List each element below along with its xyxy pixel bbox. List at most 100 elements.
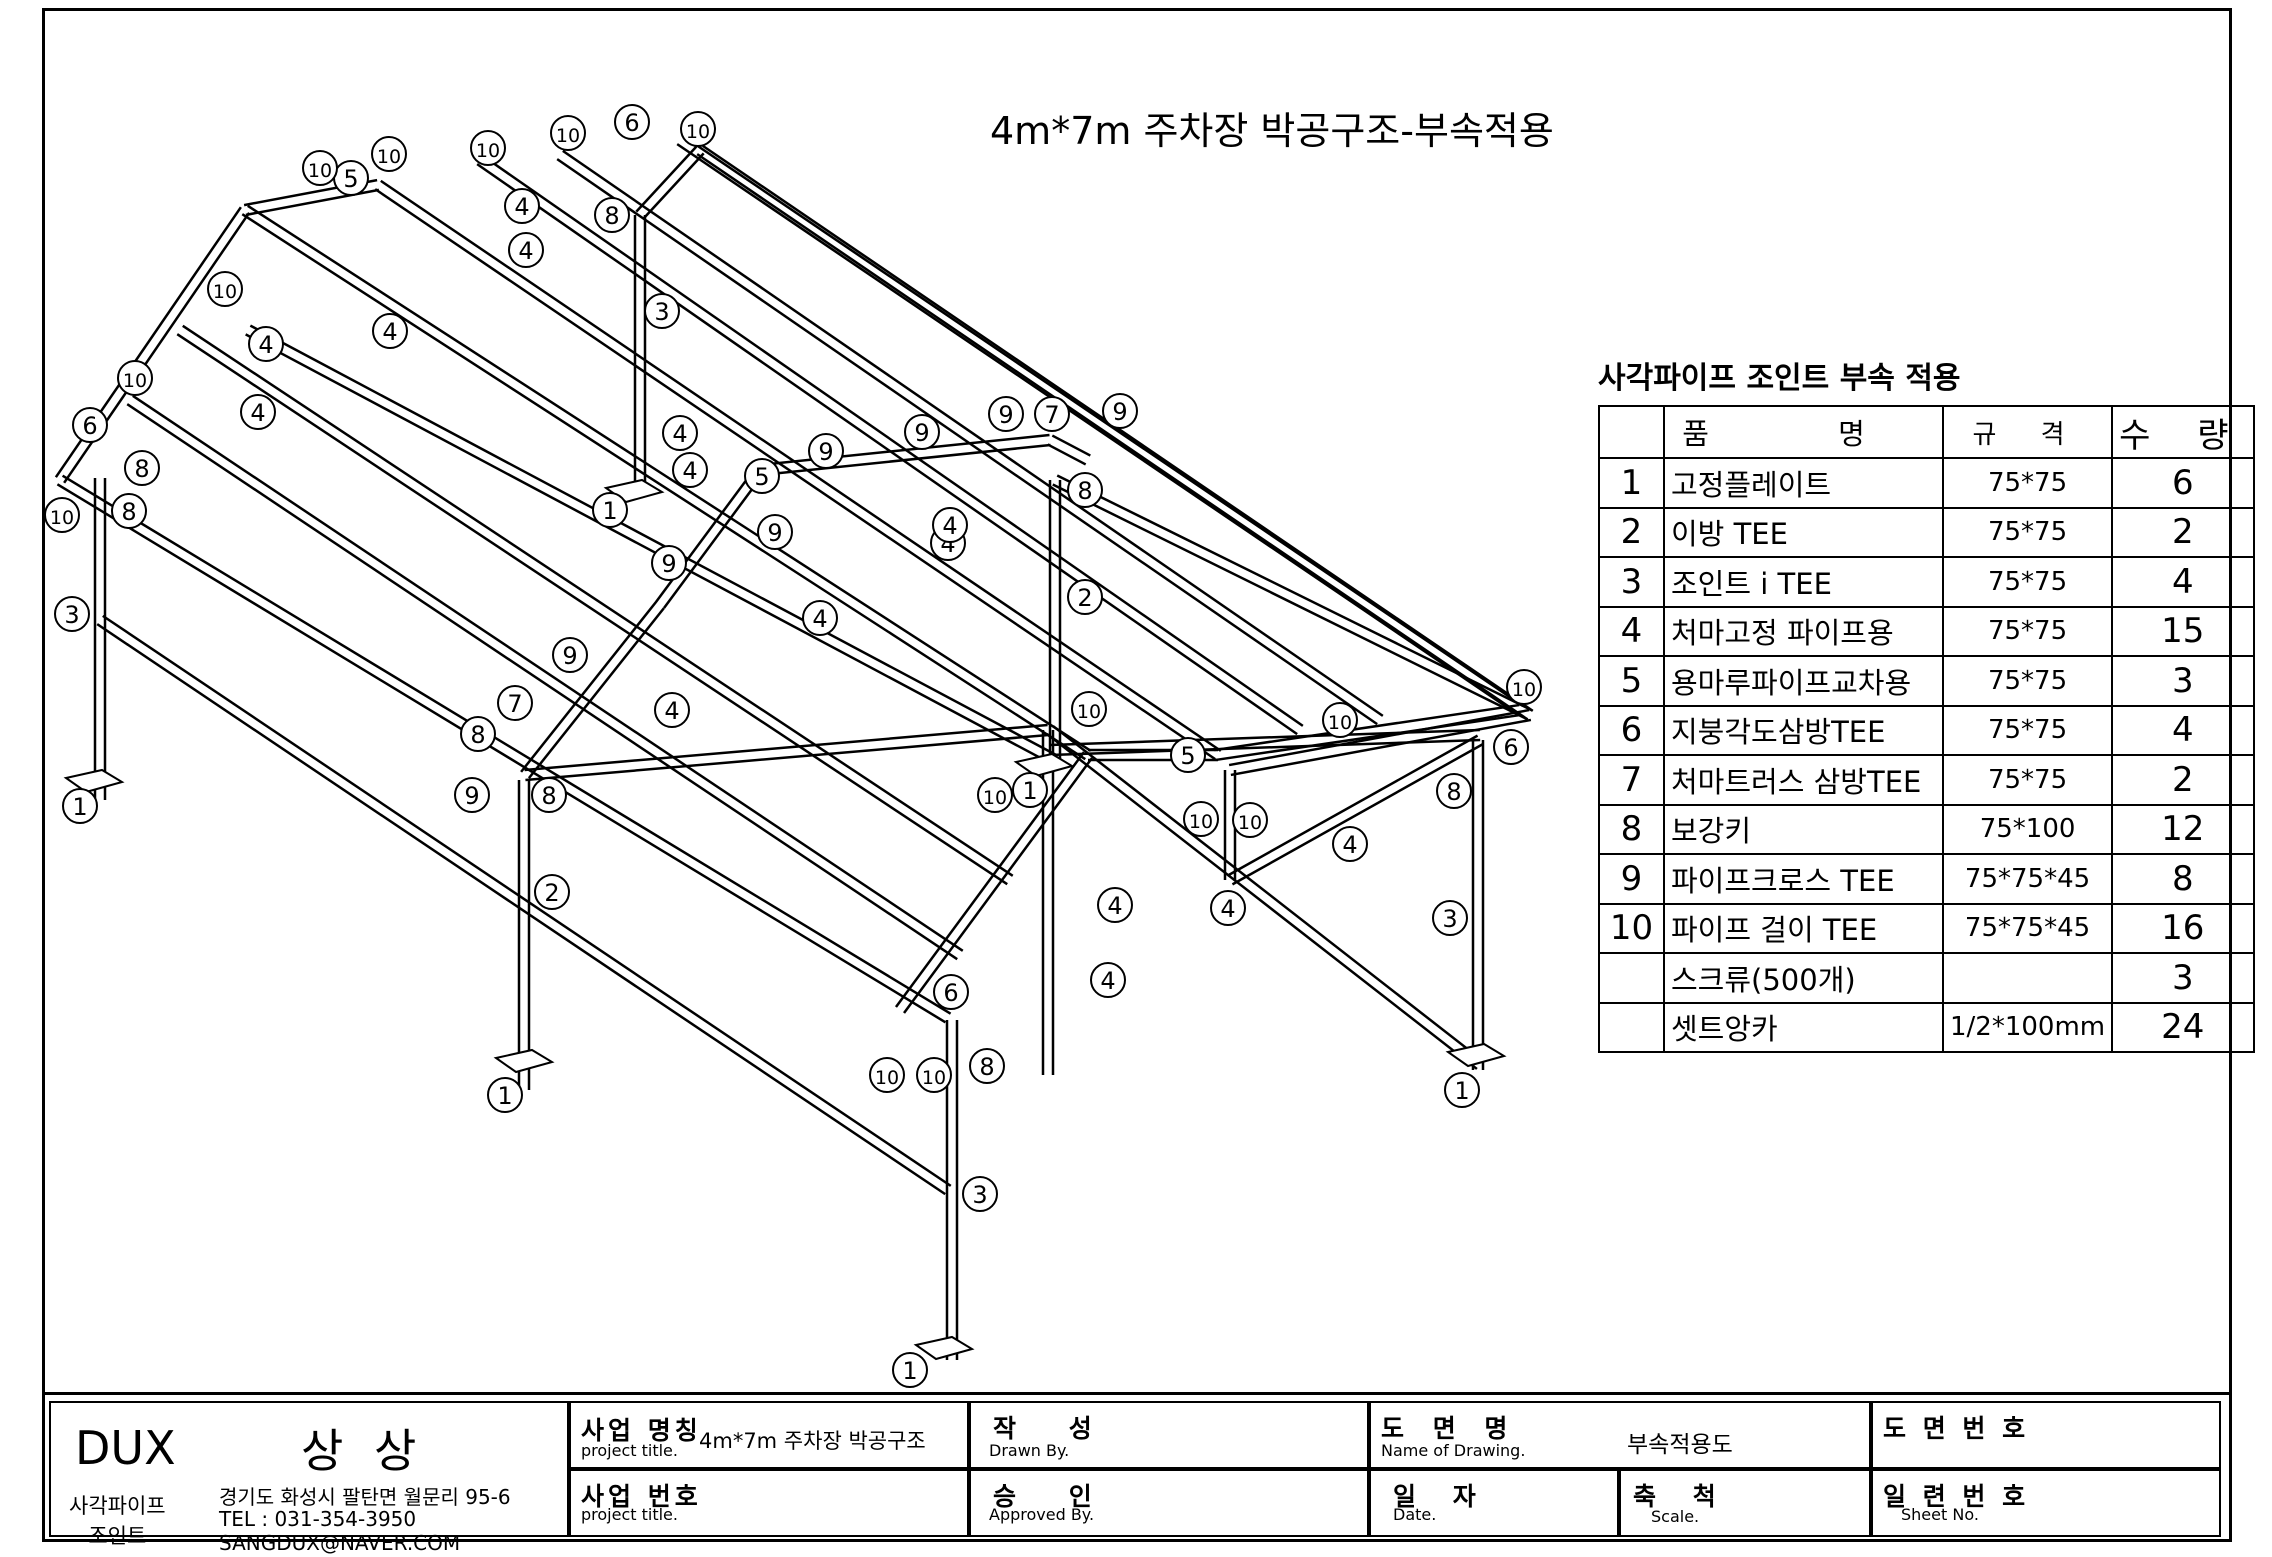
frame-member: [1228, 708, 1530, 767]
parts-cell-no: 3: [1598, 556, 1665, 608]
callout-label: 9: [767, 519, 782, 547]
project-name-label: 사업 명칭: [581, 1416, 702, 1445]
callout-label: 4: [664, 697, 679, 725]
parts-cell-no: 5: [1598, 655, 1665, 707]
callout-4: 4: [932, 507, 968, 543]
callout-label: 1: [497, 1082, 512, 1110]
parts-cell-name: 조인트 i TEE: [1663, 556, 1944, 608]
parts-cell-no: 4: [1598, 605, 1665, 657]
drawing-name-label: 도 면 명: [1381, 1414, 1518, 1443]
callout-label: 8: [1446, 778, 1461, 806]
callout-9: 9: [808, 433, 844, 469]
callout-10: 10: [869, 1057, 905, 1093]
frame-member: [562, 149, 1384, 717]
callout-label: 10: [213, 281, 237, 303]
callout-9: 9: [757, 514, 793, 550]
callout-2: 2: [1067, 579, 1103, 615]
callout-4: 4: [372, 313, 408, 349]
callout-label: 10: [1238, 812, 1262, 834]
callout-4: 4: [248, 326, 284, 362]
frame-member: [249, 324, 1058, 757]
parts-cell-no: 10: [1598, 902, 1665, 954]
callout-9: 9: [454, 777, 490, 813]
parts-cell-spec: 75*75*45: [1941, 853, 2114, 905]
parts-cell-name: 고정플레이트: [1663, 457, 1944, 509]
callout-label: 4: [812, 605, 827, 633]
frame-member: [635, 145, 698, 213]
parts-cell-qty: 3: [2111, 952, 2255, 1004]
callout-1: 1: [892, 1352, 928, 1388]
header-qty: 수 량: [2111, 405, 2255, 459]
parts-cell-no: 6: [1598, 704, 1665, 756]
frame-member: [525, 733, 1049, 782]
callout-label: 2: [544, 879, 559, 907]
parts-cell-name: 셋트앙카: [1663, 1001, 1944, 1053]
drawn-by-label: 작 성: [993, 1414, 1114, 1443]
frame-member: [642, 152, 705, 220]
parts-cell-name: 지붕각도삼방TEE: [1663, 704, 1944, 756]
callout-9: 9: [1102, 393, 1138, 429]
frame-member: [247, 204, 1092, 752]
callout-label: 4: [1107, 892, 1122, 920]
callout-label: 4: [518, 237, 533, 265]
callout-4: 4: [662, 415, 698, 451]
frame-member: [182, 324, 1014, 877]
callout-8: 8: [594, 197, 630, 233]
parts-cell-qty: 2: [2111, 506, 2255, 558]
callout-label: 1: [902, 1357, 917, 1385]
callout-5: 5: [333, 160, 369, 196]
callout-label: 10: [377, 146, 401, 168]
callout-label: 5: [343, 165, 358, 193]
callout-8: 8: [531, 777, 567, 813]
parts-cell-qty: 6: [2111, 457, 2255, 509]
frame-member: [241, 213, 1086, 761]
frame-member: [374, 188, 1216, 761]
callout-label: 10: [123, 370, 147, 392]
callout-label: 10: [556, 125, 580, 147]
frame-member: [380, 179, 1222, 752]
parts-table-header: 품 명 규 격 수 량: [1598, 405, 2255, 459]
frame-member: [1046, 732, 1478, 1070]
frame-member: [556, 158, 1378, 726]
callout-10: 10: [371, 136, 407, 172]
parts-cell-qty: 4: [2111, 704, 2255, 756]
callout-4: 4: [1097, 887, 1133, 923]
callout-8: 8: [460, 716, 496, 752]
callout-2: 2: [534, 874, 570, 910]
callout-6: 6: [72, 407, 108, 443]
callout-label: 4: [942, 512, 957, 540]
callout-label: 7: [1044, 401, 1059, 429]
callout-label: 2: [1077, 584, 1092, 612]
callout-label: 4: [514, 193, 529, 221]
header-no: [1598, 405, 1665, 459]
callout-10: 10: [1183, 801, 1219, 837]
scale-label-en: Scale.: [1651, 1507, 1700, 1526]
frame-member: [696, 153, 1528, 721]
parts-cell-no: [1598, 952, 1665, 1004]
callout-4: 4: [504, 188, 540, 224]
callout-6: 6: [933, 974, 969, 1010]
frame-member: [527, 607, 665, 779]
company-email: SANGDUX@NAVER.COM: [219, 1531, 461, 1555]
parts-row: 스크류(500개)3: [1598, 952, 2255, 1004]
callout-9: 9: [552, 637, 588, 673]
callout-label: 9: [998, 401, 1013, 429]
callout-8: 8: [969, 1048, 1005, 1084]
frame-member: [1056, 474, 1523, 707]
parts-cell-spec: 75*75: [1941, 556, 2114, 608]
parts-cell-qty: 12: [2111, 803, 2255, 855]
sheet-no-label-en: Sheet No.: [1901, 1505, 1979, 1524]
callout-4: 4: [654, 692, 690, 728]
scale-cell: 축 척 Scale.: [1619, 1469, 1871, 1537]
callout-label: 6: [943, 979, 958, 1007]
callout-4: 4: [672, 452, 708, 488]
callout-label: 8: [604, 202, 619, 230]
callout-label: 1: [72, 793, 87, 821]
callout-9: 9: [651, 545, 687, 581]
